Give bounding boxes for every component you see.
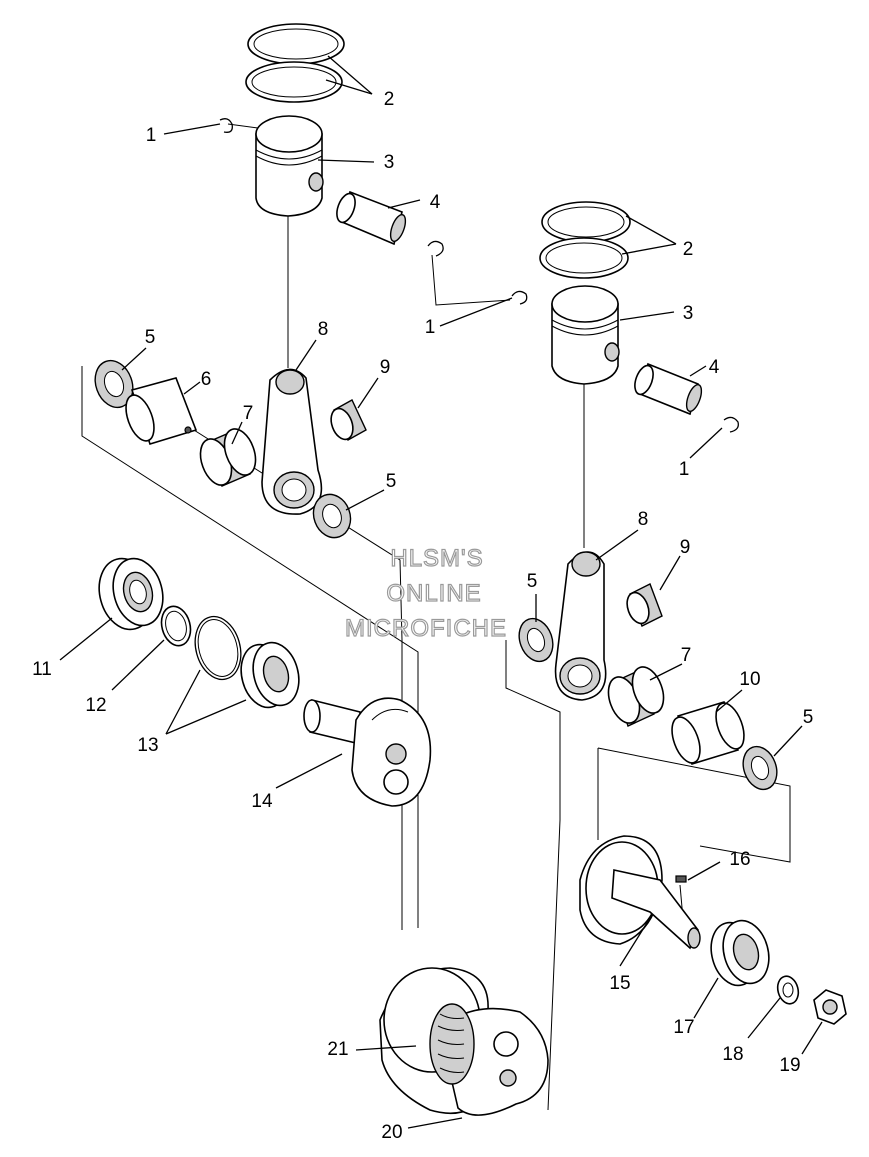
watermark-line-3: MICROFICHE	[345, 615, 507, 642]
piston-pin-upper	[336, 190, 407, 246]
watermark-line-2: ONLINE	[386, 580, 481, 607]
connecting-rod-right	[554, 551, 607, 701]
callout-1: 1	[425, 317, 436, 338]
callout-5: 5	[145, 327, 156, 348]
callout-21: 21	[327, 1039, 348, 1060]
callout-12: 12	[85, 695, 106, 716]
snap-ring-12	[160, 605, 192, 647]
callout-9: 9	[680, 537, 691, 558]
circlip-upper-left	[219, 118, 233, 133]
callout-11: 11	[32, 659, 52, 680]
callout-5: 5	[527, 571, 538, 592]
callout-5: 5	[803, 707, 814, 728]
thrust-washer-right-2	[742, 745, 778, 791]
thrust-washer-right-1	[518, 617, 554, 663]
washer-18	[776, 975, 800, 1005]
callout-10: 10	[739, 669, 760, 690]
needle-bearing-left-small	[330, 399, 367, 441]
callout-7: 7	[681, 645, 692, 666]
piston-ring-upper-1	[247, 23, 345, 65]
callout-16: 16	[729, 849, 750, 870]
callout-2: 2	[683, 239, 694, 260]
callout-3: 3	[683, 303, 694, 324]
callout-1: 1	[679, 459, 690, 480]
piston-ring-right-1	[541, 201, 631, 243]
callout-8: 8	[638, 509, 649, 530]
callout-5: 5	[386, 471, 397, 492]
piston-ring-right-2	[539, 237, 629, 279]
piston-pin-right	[634, 362, 703, 416]
callout-4: 4	[709, 357, 720, 378]
needle-bearing-left-large	[199, 428, 257, 487]
retaining-ring-13	[194, 615, 242, 681]
callout-7: 7	[243, 403, 254, 424]
callout-8: 8	[318, 319, 329, 340]
callout-2: 2	[384, 89, 395, 110]
callout-4: 4	[430, 192, 441, 213]
callout-15: 15	[609, 973, 630, 994]
callout-19: 19	[779, 1055, 800, 1076]
connecting-rod-left	[261, 368, 323, 515]
main-bearing-17	[710, 919, 770, 987]
crankpin-left	[125, 377, 198, 445]
watermark: HLSM'S ONLINE MICROFICHE	[344, 544, 507, 642]
callout-13: 13	[137, 735, 158, 756]
callout-14: 14	[251, 791, 273, 812]
needle-bearing-right-large	[607, 666, 665, 727]
piston-upper	[255, 115, 324, 217]
leader-lines	[59, 55, 823, 1129]
nut-19	[813, 989, 847, 1025]
main-bearing-13	[240, 641, 300, 709]
callout-1: 1	[146, 125, 157, 146]
circlip-upper-right	[427, 240, 444, 257]
seal-21	[429, 1003, 475, 1085]
callout-20: 20	[381, 1122, 402, 1143]
callout-labels: 1 2 3 4 1 2 3 4 1 5 6 7 8 9 5 8 9 5 7 10…	[32, 89, 813, 1143]
callout-18: 18	[722, 1044, 743, 1065]
thrust-washer-left-1	[94, 359, 134, 409]
piston-right	[551, 285, 620, 385]
needle-bearing-right-small	[626, 583, 663, 627]
callout-3: 3	[384, 152, 395, 173]
circlip-right-left	[511, 290, 528, 305]
crankshaft-half-15	[579, 835, 701, 950]
main-bearing-11	[98, 557, 164, 631]
watermark-line-1: HLSM'S	[390, 545, 483, 572]
piston-ring-upper-2	[245, 61, 343, 103]
callout-9: 9	[380, 357, 391, 378]
crankshaft-half-14	[303, 697, 432, 807]
woodruff-key-16	[675, 875, 687, 883]
callout-6: 6	[201, 369, 212, 390]
thrust-washer-left-2	[312, 493, 352, 539]
circlip-right-right	[723, 416, 739, 433]
callout-17: 17	[673, 1017, 694, 1038]
crankpin-right	[671, 700, 745, 766]
